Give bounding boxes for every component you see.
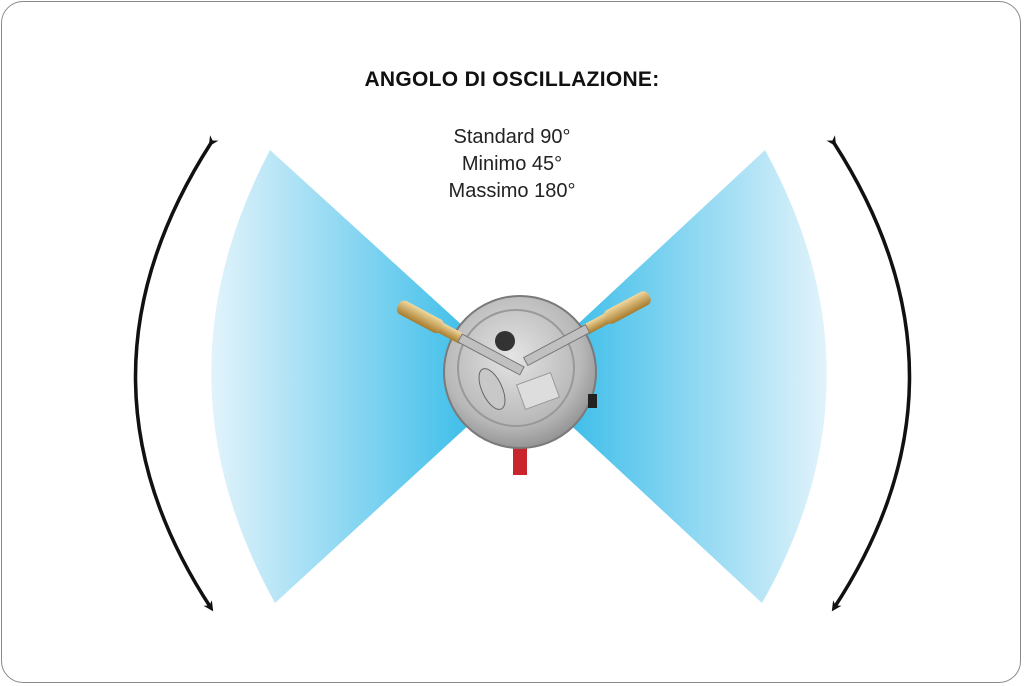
left-oscillation-arrow [133, 135, 219, 612]
side-switch [588, 394, 597, 408]
right-oscillation-arrow [826, 135, 912, 612]
angle-maximum: Massimo 180° [448, 180, 576, 202]
angle-minimum: Minimo 45° [461, 153, 563, 175]
diagram-title: ANGOLO DI OSCILLAZIONE: [364, 68, 660, 91]
right-nozzle [522, 291, 651, 367]
left-nozzle [396, 300, 525, 376]
left-spray-wedge [211, 150, 520, 603]
brand-plate [478, 368, 506, 410]
angle-list: Standard 90° Minimo 45° Massimo 180° [0, 124, 1024, 205]
sprinkler-device [396, 291, 651, 475]
angle-standard: Standard 90° [453, 126, 571, 148]
label-plate [515, 371, 561, 411]
right-spray-wedge [520, 150, 827, 603]
knob [495, 331, 515, 351]
